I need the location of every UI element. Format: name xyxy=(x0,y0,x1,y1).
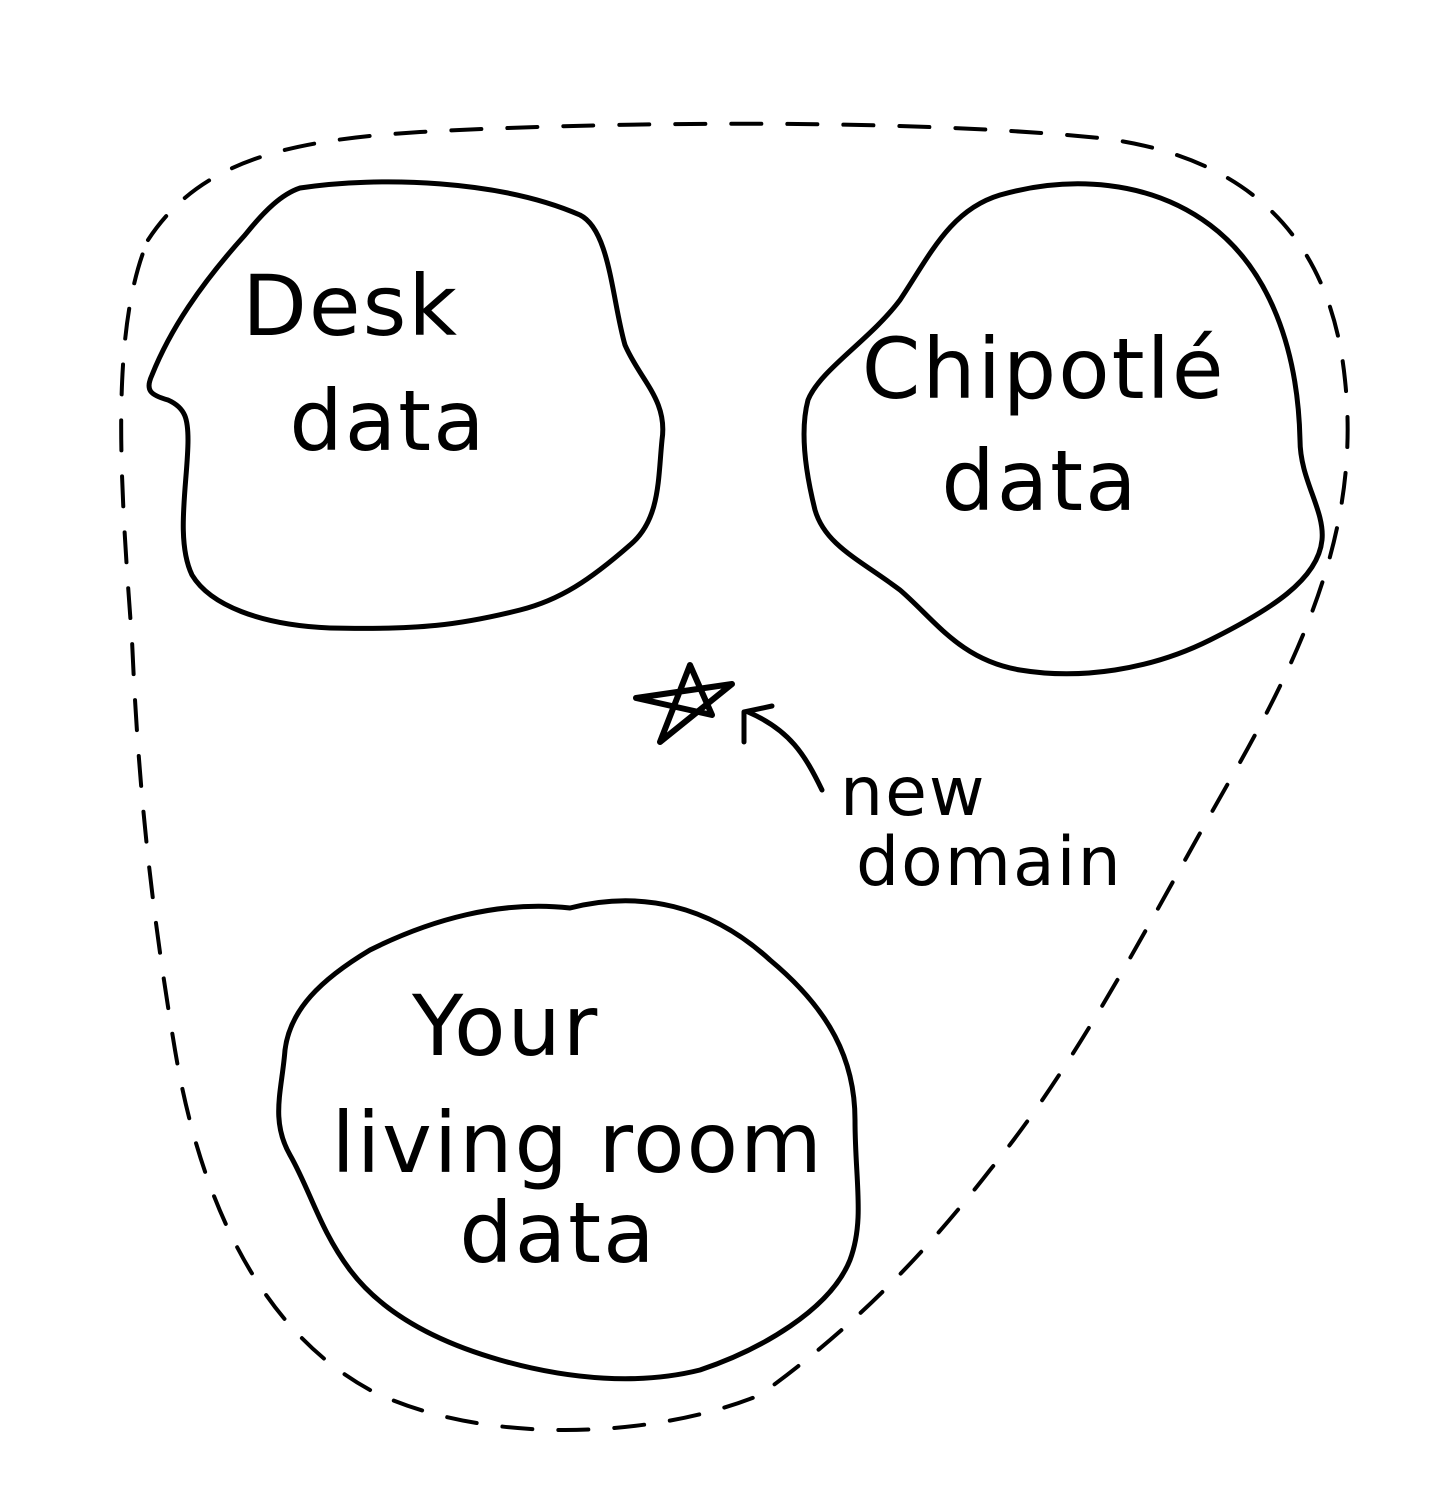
chipotle-data-blob xyxy=(801,181,1325,677)
living-room-data-blob xyxy=(276,898,861,1382)
living-room-data-label: Your living room data xyxy=(332,977,853,1282)
living-room-data-label-line-1: Your xyxy=(411,977,599,1075)
desk-data-label-line-2: data xyxy=(289,372,486,470)
desk-data-label: Desk data xyxy=(242,257,487,470)
chipotle-data-label-line-1: Chipotlé xyxy=(862,320,1226,418)
chipotle-data-label: Chipotlé data xyxy=(862,320,1255,530)
star-icon xyxy=(633,662,735,745)
living-room-data-label-line-3: data xyxy=(459,1184,656,1282)
new-domain-annotation-line-2: domain xyxy=(856,823,1123,902)
arrow-shaft xyxy=(745,709,825,793)
arrow-head-icon xyxy=(741,703,775,745)
living-room-data-label-line-2: living room xyxy=(332,1094,824,1192)
new-domain-annotation: new domain xyxy=(840,753,1123,902)
outer-dashed-boundary xyxy=(119,121,1350,1432)
desk-data-label-line-1: Desk xyxy=(242,257,459,355)
desk-data-blob xyxy=(146,179,666,631)
new-domain-annotation-line-1: new xyxy=(840,753,987,832)
chipotle-data-label-line-2: data xyxy=(941,432,1138,530)
